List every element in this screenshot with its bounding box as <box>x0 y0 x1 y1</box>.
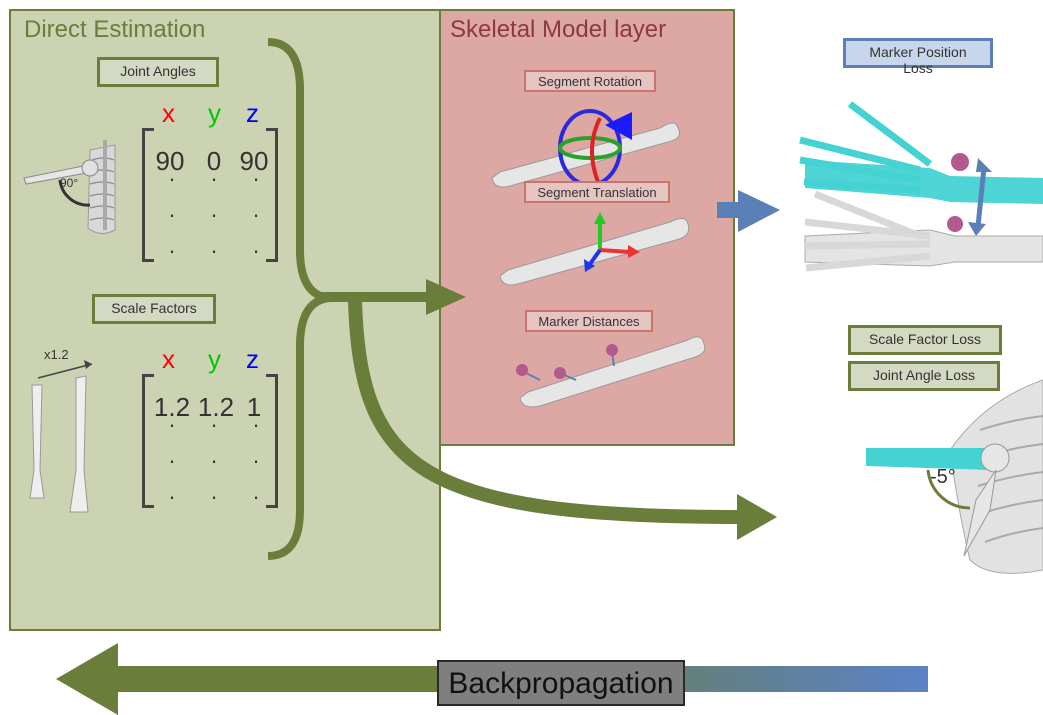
output-angle-annotation: -5° <box>930 466 956 488</box>
arrow-to-marker-loss-head <box>738 190 780 232</box>
scale-factor-loss-label: Scale Factor Loss <box>848 325 1002 355</box>
joint-matrix-left-bracket <box>142 128 154 262</box>
joint-matrix-right-bracket <box>266 128 278 262</box>
shoulder-angle-annotation: 90° <box>60 176 79 190</box>
backpropagation-label: Backpropagation <box>437 660 685 706</box>
matrix-ellipsis: ··· <box>168 412 176 509</box>
joint-angle-x-value: 90 <box>155 146 185 176</box>
axis-z-label-joint: z <box>246 98 259 128</box>
arrow-to-marker-loss <box>717 202 739 218</box>
axis-y-label-joint: y <box>208 98 221 128</box>
scale-factors-label: Scale Factors <box>92 294 216 324</box>
direct-estimation-title: Direct Estimation <box>24 16 206 43</box>
arrow-to-skeletal-model-head <box>426 279 466 315</box>
segment-rotation-label: Segment Rotation <box>524 70 656 92</box>
backprop-arrow-head <box>56 643 118 715</box>
segment-translation-figure <box>499 212 690 286</box>
scale-factor-x-value: 1.2 <box>153 392 191 422</box>
shoulder-figure <box>23 140 116 234</box>
matrix-ellipsis: ··· <box>210 412 218 509</box>
scale-matrix-left-bracket <box>142 374 154 508</box>
axis-z-label-scale: z <box>246 344 259 374</box>
arrow-to-losses <box>348 299 741 524</box>
joint-angle-z-value: 90 <box>239 146 269 176</box>
direct-estimation-panel <box>9 9 441 631</box>
axis-x-label-scale: x <box>162 344 175 374</box>
segment-translation-label: Segment Translation <box>524 181 670 203</box>
hand-models <box>799 101 1043 272</box>
matrix-ellipsis: ··· <box>168 166 176 263</box>
scale-factor-y-value: 1.2 <box>197 392 235 422</box>
scale-factor-z-value: 1 <box>246 392 262 422</box>
marker-distances-figure <box>516 336 706 408</box>
marker-distances-label: Marker Distances <box>525 310 653 332</box>
segment-rotation-figure <box>491 109 681 188</box>
matrix-ellipsis: ··· <box>210 166 218 263</box>
scale-annotation: x1.2 <box>44 347 69 362</box>
joint-angle-y-value: 0 <box>206 146 222 176</box>
scale-matrix-right-bracket <box>266 374 278 508</box>
axis-x-label-joint: x <box>162 98 175 128</box>
axis-y-label-scale: y <box>208 344 221 374</box>
skeletal-model-title: Skeletal Model layer <box>450 16 667 43</box>
arrow-to-losses-head <box>737 494 777 540</box>
scale-bones <box>29 360 93 513</box>
shoulder-output-model <box>866 379 1043 574</box>
matrix-ellipsis: ··· <box>252 166 260 263</box>
marker-position-loss-label: Marker Position Loss <box>843 38 993 76</box>
joint-angle-loss-label: Joint Angle Loss <box>848 361 1000 391</box>
matrix-ellipsis: ··· <box>252 412 260 509</box>
joint-angles-label: Joint Angles <box>97 57 219 87</box>
